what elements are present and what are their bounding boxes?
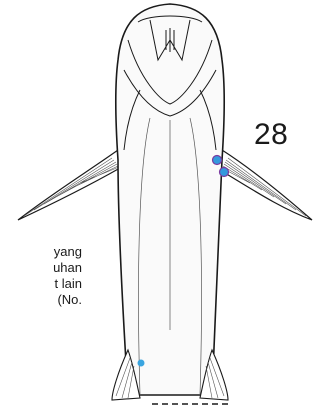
- left-pectoral-fin: [18, 150, 120, 220]
- side-text-line: yang: [0, 244, 82, 260]
- marker-ventral-left-lower: [138, 360, 145, 367]
- marker-pectoral-right-upper: [213, 156, 222, 165]
- side-text-line: t lain: [0, 276, 82, 292]
- figure-number: 28: [254, 118, 288, 152]
- right-pectoral-fin: [220, 150, 312, 220]
- side-text-line: uhan: [0, 260, 82, 276]
- side-text-line: (No.: [0, 292, 82, 308]
- marker-pectoral-right-lower: [220, 168, 229, 177]
- side-text: yang uhan t lain (No.: [0, 244, 82, 308]
